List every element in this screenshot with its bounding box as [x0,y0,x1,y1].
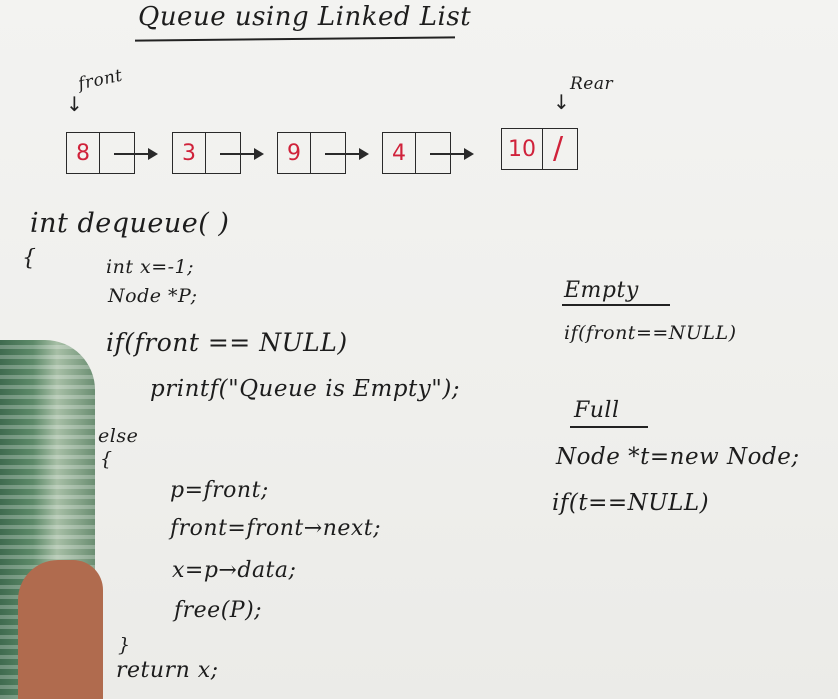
code-open-brace: { [100,448,113,470]
code-line: else [98,425,139,447]
front-arrow-icon: ↓ [66,92,83,116]
node-value: 9 [278,133,311,173]
rear-arrow-icon: ↓ [553,90,570,114]
code-line: printf("Queue is Empty"); [150,376,461,402]
front-pointer-label: front [76,65,125,95]
full-underline [570,426,648,428]
instructor-shirt [0,340,95,699]
list-node: 8 [66,132,158,174]
null-marker: / [553,131,564,166]
node-value: 4 [383,133,416,173]
code-line: free(P); [174,598,263,623]
node-next-pointer [311,133,369,173]
empty-heading: Empty [564,278,639,303]
full-heading: Full [574,398,620,423]
node-value: 10 [502,129,543,169]
list-node: 4 [382,132,474,174]
code-line: if(front == NULL) [106,328,348,357]
empty-underline [562,304,670,306]
empty-condition: if(front==NULL) [564,322,737,344]
node-value: 8 [67,133,100,173]
code-line: x=p→data; [172,558,297,583]
code-line: return x; [116,658,219,683]
code-close-brace: } [118,634,131,656]
rear-pointer-label: Rear [570,74,614,94]
node-next-pointer [100,133,158,173]
full-line-1: Node *t=new Node; [556,444,800,470]
board-title: Queue using Linked List [138,2,472,32]
list-node: 3 [172,132,264,174]
node-next-pointer [206,133,264,173]
code-open-brace: { [22,246,37,271]
node-value: 3 [173,133,206,173]
code-line: Node *P; [108,285,198,307]
node-next-pointer [416,133,474,173]
code-line: front=front→next; [170,516,382,541]
instructor-arm [18,560,103,699]
function-signature: int dequeue( ) [30,208,230,239]
list-node: 9 [277,132,369,174]
list-node-last: 10 / [501,128,578,170]
node-null-pointer: / [543,129,577,169]
code-line: p=front; [170,478,269,503]
code-line: int x=-1; [106,256,195,278]
title-underline [134,36,456,42]
full-line-2: if(t==NULL) [552,490,710,516]
